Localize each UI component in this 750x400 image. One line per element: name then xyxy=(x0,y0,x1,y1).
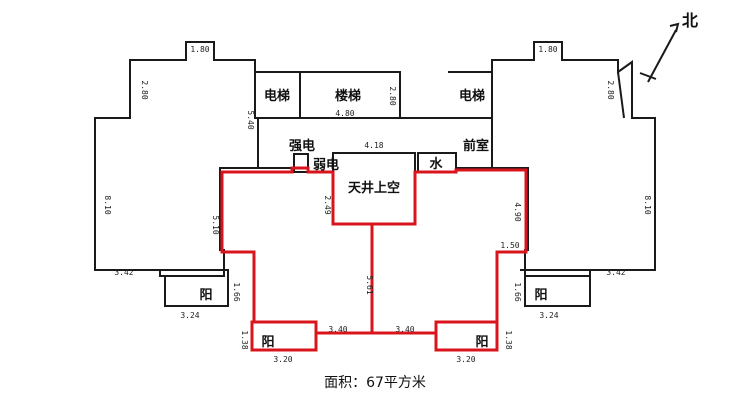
dim-left-510: 5.10 xyxy=(211,215,220,234)
right-balcony-outline xyxy=(520,269,591,307)
room-elevator-left: 电梯 xyxy=(264,88,290,104)
dim-left-342: 3.42 xyxy=(114,268,133,277)
left-wing-outline xyxy=(94,41,259,277)
dim-left-540: 5.40 xyxy=(246,110,255,129)
dim-right-340: 3.40 xyxy=(395,325,414,334)
room-balcony-right-wing: 阳 xyxy=(534,288,547,303)
dim-stairs-width: 4.80 xyxy=(335,109,354,118)
dim-left-340: 3.40 xyxy=(328,325,347,334)
dim-wing-left-upper: 2.80 xyxy=(140,80,149,99)
dim-center-height: 5.61 xyxy=(365,275,374,294)
left-balcony-outline xyxy=(160,269,229,307)
dim-wing-right-upper: 2.80 xyxy=(606,80,615,99)
dim-left-138: 1.38 xyxy=(240,330,249,349)
dim-corridor-width: 4.18 xyxy=(364,141,383,150)
room-water: 水 xyxy=(429,156,443,172)
room-elevator-right: 电梯 xyxy=(459,88,485,104)
dim-left-320: 3.20 xyxy=(273,355,292,364)
room-front: 前室 xyxy=(463,138,489,154)
dim-right-324: 3.24 xyxy=(539,311,558,320)
unit-right-balcony-red xyxy=(434,320,497,333)
dim-right-320: 3.20 xyxy=(456,355,475,364)
unit-boundary-right xyxy=(372,168,528,352)
dim-atrium-height: 2.49 xyxy=(323,195,332,214)
dim-top-left: 1.80 xyxy=(190,45,209,54)
dim-right-166: 1.66 xyxy=(513,282,522,301)
unit-left-balcony-red xyxy=(254,320,318,333)
north-label: 北 xyxy=(682,11,698,30)
room-atrium: 天井上空 xyxy=(348,180,400,196)
room-weak-current: 弱电 xyxy=(313,157,339,173)
dim-left-166: 1.66 xyxy=(232,282,241,301)
room-strong-current: 强电 xyxy=(289,138,315,154)
room-balcony-left-wing: 阳 xyxy=(199,288,212,303)
dim-right-342: 3.42 xyxy=(606,268,625,277)
dim-right-150: 1.50 xyxy=(500,241,519,250)
north-arrow-icon xyxy=(639,22,680,83)
room-balcony-right-unit: 阳 xyxy=(475,335,488,350)
dim-right-wing-height: 8.10 xyxy=(643,195,652,214)
right-wing-window xyxy=(617,71,625,119)
room-balcony-left-unit: 阳 xyxy=(261,335,274,350)
area-caption: 面积：67平方米 xyxy=(324,375,426,391)
dim-right-490: 4.90 xyxy=(513,202,522,221)
dim-right-138: 1.38 xyxy=(504,330,513,349)
dim-left-324: 3.24 xyxy=(180,311,199,320)
core-outline xyxy=(255,117,493,169)
dim-top-right: 1.80 xyxy=(538,45,557,54)
dim-left-wing-height: 8.10 xyxy=(103,195,112,214)
room-stairs: 楼梯 xyxy=(335,88,361,104)
dim-stairs-height: 2.80 xyxy=(388,86,397,105)
